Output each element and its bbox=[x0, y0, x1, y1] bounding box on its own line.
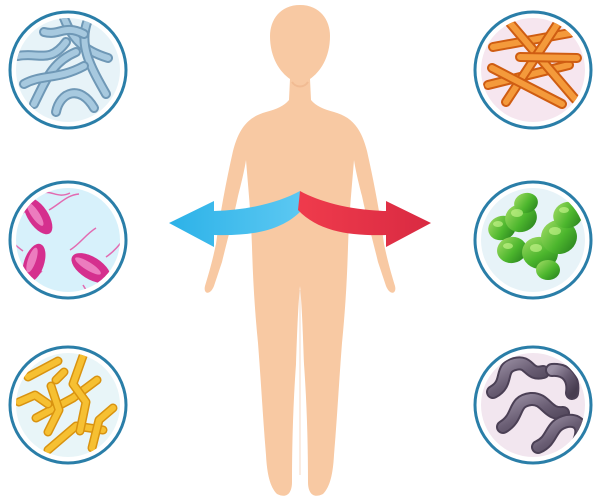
right-bubble-bottom bbox=[475, 347, 591, 463]
human-body-icon bbox=[205, 5, 396, 496]
left-bubble-middle bbox=[9, 181, 126, 304]
right-bubble-top bbox=[475, 12, 591, 128]
left-bubble-top bbox=[10, 12, 126, 128]
left-bubble-bottom bbox=[10, 347, 126, 463]
right-bubble-middle bbox=[475, 182, 591, 298]
